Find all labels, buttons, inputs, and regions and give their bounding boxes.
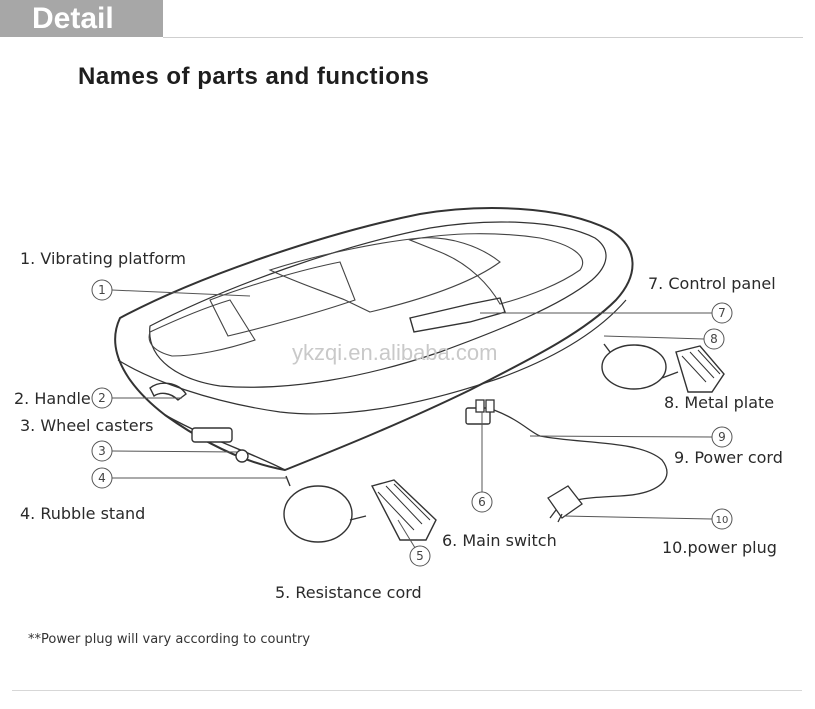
resistance-cord-left (283, 475, 437, 543)
callout-4: 4 (98, 471, 106, 485)
callout-3: 3 (98, 444, 106, 458)
power-plug (547, 485, 583, 523)
control-panel (409, 297, 506, 333)
label-handle: 2. Handle (14, 389, 91, 408)
handle-opening (149, 382, 187, 401)
callout-7: 7 (718, 306, 726, 320)
callout-6: 6 (478, 495, 486, 509)
label-main-switch: 6. Main switch (442, 531, 557, 550)
label-power-plug: 10.power plug (662, 538, 777, 557)
callout-circles (91, 279, 733, 567)
watermark: ykzqi.en.alibaba.com (292, 340, 498, 365)
label-metal-plate: 8. Metal plate (664, 393, 775, 412)
label-control-panel: 7. Control panel (648, 274, 776, 293)
callout-1: 1 (98, 283, 106, 297)
callout-10: 10 (716, 515, 729, 526)
header-divider (163, 37, 803, 38)
footnote: **Power plug will vary according to coun… (28, 632, 311, 647)
callout-8: 8 (710, 332, 718, 346)
leader-lines (111, 289, 713, 557)
callout-9: 9 (718, 430, 726, 444)
callout-numbers: 1 2 3 4 5 6 7 8 9 10 (98, 283, 728, 563)
wheel-casters (191, 407, 491, 463)
page-title: Names of parts and functions (78, 63, 430, 90)
platform-pads (148, 233, 583, 357)
main-switch (475, 399, 495, 413)
callout-5: 5 (416, 549, 424, 563)
resistance-cord-right (601, 343, 725, 393)
label-rubble-stand: 4. Rubble stand (20, 504, 146, 523)
footer-divider (12, 690, 802, 691)
detail-header-tab: Detail (0, 0, 163, 37)
label-wheel-casters: 3. Wheel casters (20, 416, 154, 435)
detail-header-label: Detail (32, 2, 114, 35)
label-vibrating-platform: 1. Vibrating platform (20, 249, 187, 268)
callout-2: 2 (98, 391, 106, 405)
power-cord (493, 409, 668, 503)
label-resistance-cord: 5. Resistance cord (275, 583, 422, 602)
label-power-cord: 9. Power cord (674, 448, 783, 467)
